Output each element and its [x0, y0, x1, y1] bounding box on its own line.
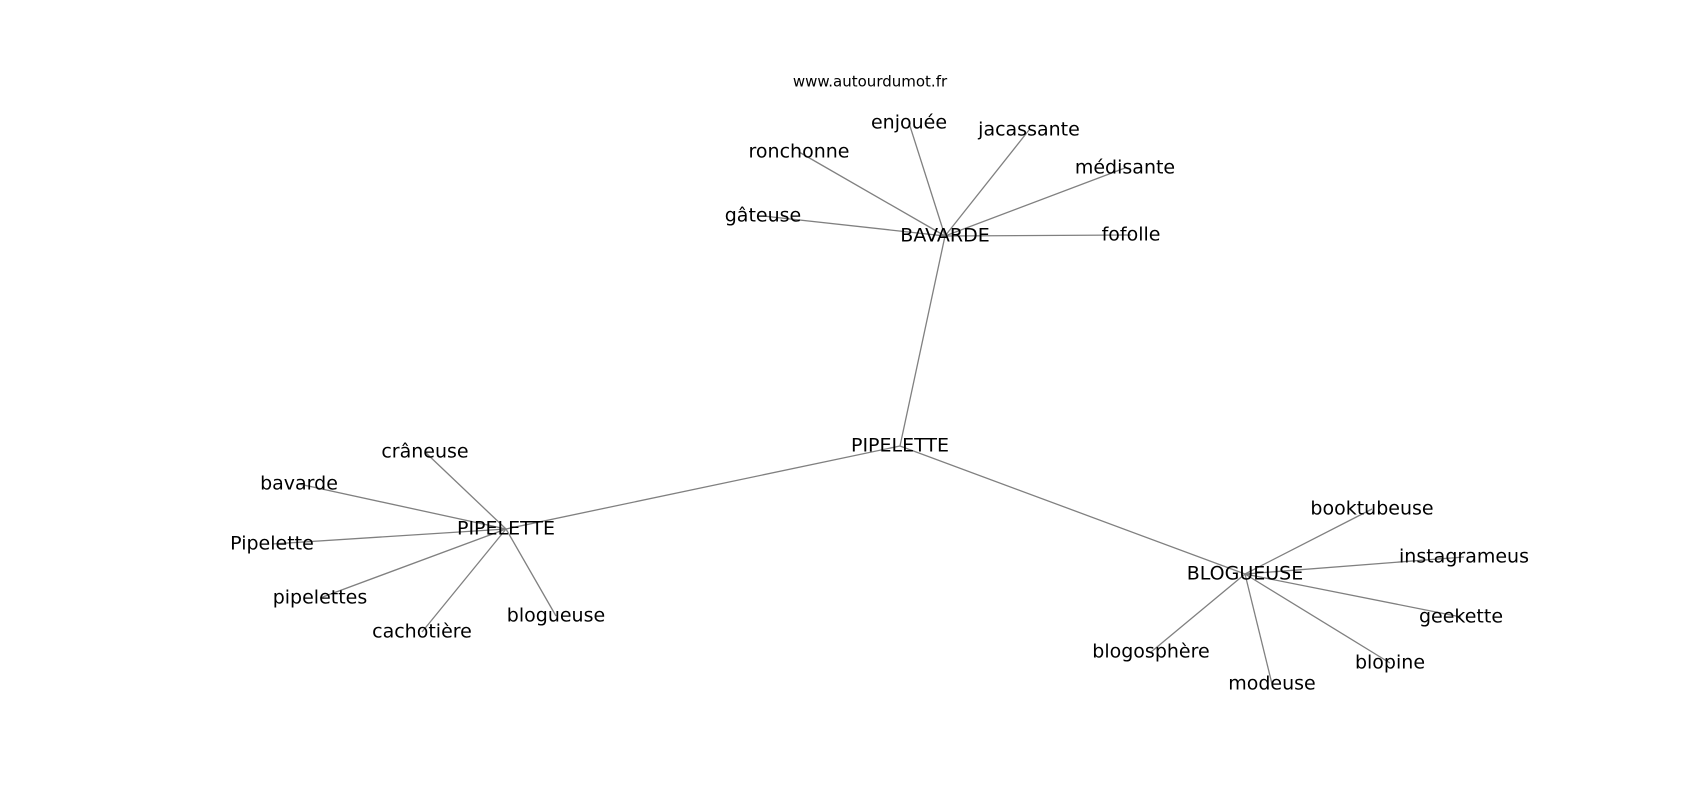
site-label[interactable]: www.autourdumot.fr	[793, 73, 948, 91]
node-root[interactable]: PIPELETTE	[851, 435, 949, 457]
edge-root-pipelette_hub	[505, 445, 901, 530]
node-blogueuse-hub[interactable]: BLOGUEUSE	[1187, 563, 1304, 585]
node-fofolle[interactable]: fofolle	[1102, 224, 1161, 246]
node-enjouee[interactable]: enjouée	[871, 112, 947, 134]
edge-bavarde_hub-enjouee	[908, 122, 946, 237]
node-blogosphere[interactable]: blogosphère	[1092, 641, 1209, 663]
node-craneuse[interactable]: crâneuse	[381, 441, 468, 463]
edge-pipelette_hub-pipelettes	[319, 528, 507, 599]
node-instagrameus[interactable]: instagrameus	[1399, 546, 1529, 568]
graph-edges	[271, 122, 1465, 685]
edge-blogueuse_hub-blogosphere	[1150, 573, 1246, 653]
edge-blogueuse_hub-modeuse	[1244, 573, 1273, 685]
node-cachotiere[interactable]: cachotière	[372, 621, 472, 643]
edge-root-bavarde_hub	[899, 235, 946, 447]
edge-blogueuse_hub-instagrameus	[1244, 556, 1465, 575]
edge-blogueuse_hub-blopine	[1244, 573, 1391, 664]
edge-bavarde_hub-gateuse	[762, 215, 946, 237]
edge-bavarde_hub-jacassante	[944, 129, 1030, 237]
node-bavarde-leaf[interactable]: bavarde	[260, 473, 338, 495]
node-jacassante[interactable]: jacassante	[977, 119, 1080, 141]
edge-pipelette_hub-blogueuse_leaf	[505, 528, 557, 617]
node-blopine[interactable]: blopine	[1355, 652, 1425, 674]
node-pipelette-cap[interactable]: Pipelette	[230, 533, 314, 555]
node-pipelette-hub[interactable]: PIPELETTE	[457, 518, 555, 540]
node-modeuse[interactable]: modeuse	[1228, 673, 1316, 695]
node-pipelettes[interactable]: pipelettes	[273, 587, 368, 609]
edge-bavarde_hub-medisante	[944, 167, 1126, 237]
edge-blogueuse_hub-geekette	[1244, 573, 1462, 618]
node-geekette[interactable]: geekette	[1419, 606, 1503, 628]
node-booktubeuse[interactable]: booktubeuse	[1310, 498, 1433, 520]
node-gateuse[interactable]: gâteuse	[725, 205, 801, 227]
edge-root-blogueuse_hub	[899, 445, 1246, 575]
node-ronchonne[interactable]: ronchonne	[749, 141, 850, 163]
edge-pipelette_hub-bavarde_leaf	[298, 483, 507, 530]
graph-nodes: www.autourdumot.fr PIPELETTE BAVARDE PIPEL…	[230, 73, 1529, 695]
node-medisante[interactable]: médisante	[1075, 157, 1175, 179]
edge-bavarde_hub-ronchonne	[798, 151, 946, 237]
edge-pipelette_hub-craneuse	[424, 451, 507, 530]
edge-blogueuse_hub-booktubeuse	[1244, 508, 1373, 575]
edge-pipelette_hub-cachotiere	[421, 528, 507, 633]
edge-bavarde_hub-fofolle	[944, 234, 1132, 237]
node-blogueuse-leaf[interactable]: blogueuse	[507, 605, 605, 627]
edge-pipelette_hub-pipelette_cap	[271, 528, 507, 545]
node-bavarde-hub[interactable]: BAVARDE	[900, 225, 989, 247]
